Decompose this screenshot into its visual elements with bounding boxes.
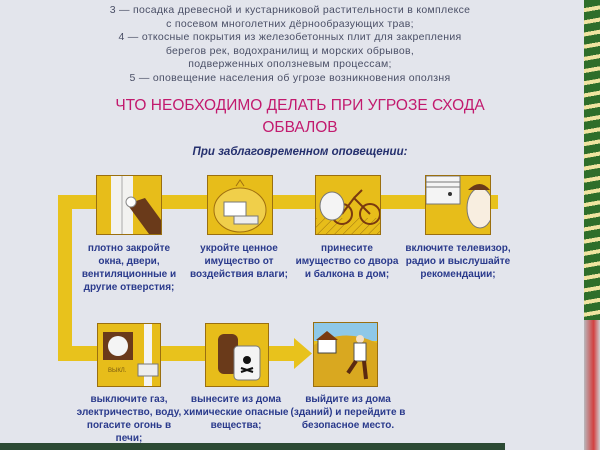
poster-title: ЧТО НЕОБХОДИМО ДЕЛАТЬ ПРИ УГРОЗЕ СХОДА О… xyxy=(40,95,560,139)
radio-listener-icon xyxy=(425,175,491,235)
decorative-border xyxy=(0,443,505,450)
title-line: ЧТО НЕОБХОДИМО ДЕЛАТЬ ПРИ УГРОЗЕ СХОДА xyxy=(115,97,485,114)
title-line: ОБВАЛОВ xyxy=(262,119,338,136)
chemical-hazard-icon xyxy=(205,323,269,387)
arrow-head-icon xyxy=(294,338,312,369)
gas-meter-icon: ВЫКЛ. xyxy=(97,323,161,387)
intro-line: берегов рек, водохранилищ и морских обры… xyxy=(165,44,415,57)
intro-line: подверженных оползневым процессам; xyxy=(188,58,392,70)
intro-line: с посевом многолетних дёрнообразующих тр… xyxy=(166,17,414,30)
intro-text: 3 — посадка древесной и кустарниковой ра… xyxy=(0,4,580,85)
flow-band-left xyxy=(58,195,72,361)
step-caption: выйдите из дома (зданий) и перейдите в б… xyxy=(290,394,406,431)
step-caption: плотно закройте окна, двери, вентиляцион… xyxy=(81,243,177,293)
close-window-icon xyxy=(96,175,162,235)
intro-line: 5 — оповещение населения об угрозе возни… xyxy=(129,71,451,84)
bicycle-bag-icon xyxy=(315,175,381,235)
off-label: ВЫКЛ. xyxy=(108,368,127,374)
subtitle: При заблаговременном оповещении: xyxy=(192,146,408,158)
step-caption: вынесите из дома химические опасные веще… xyxy=(183,394,289,431)
running-person-icon xyxy=(313,322,378,387)
intro-line: 4 — откосные покрытия из железобетонных … xyxy=(118,31,462,43)
step-caption: принесите имущество со двора и балкона в… xyxy=(295,243,399,280)
wrapped-belongings-icon xyxy=(207,175,273,235)
decorative-border xyxy=(584,320,600,450)
intro-line: 3 — посадка древесной и кустарниковой ра… xyxy=(109,4,471,16)
step-caption: включите телевизор, радио и выслушайте р… xyxy=(405,243,511,280)
decorative-border xyxy=(584,0,600,320)
flow-band-top xyxy=(58,195,498,209)
step-caption: выключите газ, электричество, воду, пога… xyxy=(76,394,182,444)
step-caption: укройте ценное имущество от воздействия … xyxy=(190,243,288,280)
